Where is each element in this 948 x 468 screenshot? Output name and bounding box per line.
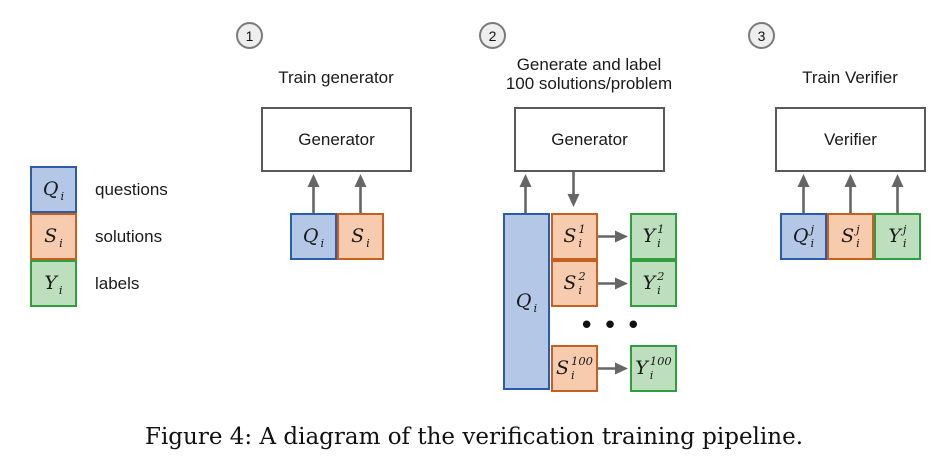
generator-box-step1: Generator [261, 107, 412, 172]
generator-label-step1: Generator [298, 129, 375, 149]
step1-number-badge: 1 [236, 22, 263, 49]
step2-title-line1: Generate and label [516, 55, 662, 74]
step2-number-badge: 2 [479, 22, 506, 49]
step3-number: 3 [757, 27, 766, 44]
step3-title: Train Verifier [802, 68, 898, 87]
step3-number-badge: 3 [748, 22, 775, 49]
legend-label-solutions: solutions [95, 226, 163, 246]
step2-title-line2: 100 solutions/problem [505, 74, 673, 93]
step1-title: Train generator [278, 68, 394, 87]
step1-number: 1 [245, 27, 254, 44]
verifier-box: Verifier [775, 107, 926, 172]
step2-number: 2 [488, 27, 497, 44]
legend-label-labels: labels [95, 273, 140, 293]
figure-caption: Figure 4: A diagram of the verification … [144, 424, 803, 450]
verifier-label: Verifier [824, 129, 877, 149]
generator-label-step2: Generator [551, 129, 628, 149]
step2-title: Generate and label 100 solutions/problem [489, 55, 689, 93]
generator-box-step2: Generator [514, 107, 665, 172]
legend-label-questions: questions [95, 179, 168, 199]
ellipsis-dots: ••• [578, 311, 649, 341]
